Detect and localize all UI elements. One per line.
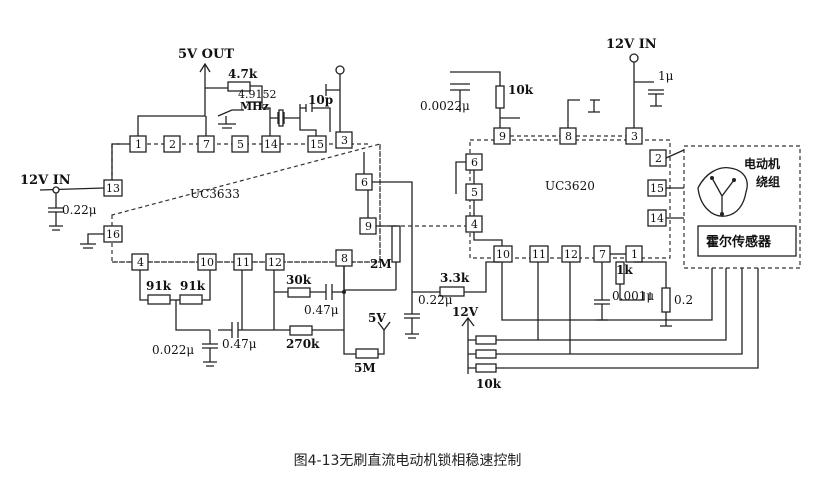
uc3633-right-pins: 6 9: [355, 173, 377, 235]
pin-label: 9: [365, 220, 372, 233]
pin-label: 2: [655, 152, 662, 165]
uc3633-bottom-pins: 4 10 11 12 8: [131, 249, 353, 271]
ic-uc3620-name: UC3620: [545, 179, 595, 193]
label-r-30k: 30k: [286, 273, 312, 287]
pin-label: 1: [135, 138, 142, 151]
pin-label: 2: [169, 138, 176, 151]
motor-label-line1: 电动机: [744, 156, 780, 171]
pin-label: 5: [237, 138, 244, 151]
label-r-0-2: 0.2: [674, 293, 693, 307]
label-r-91k-a: 91k: [146, 279, 172, 293]
pin-label: 14: [650, 212, 664, 225]
pin-label: 11: [532, 248, 546, 261]
label-12v-in-left: 12V IN: [20, 173, 71, 188]
pin-label: 13: [106, 182, 120, 195]
hall-sensor-box: [697, 225, 797, 257]
pin-label: 10: [200, 256, 214, 269]
label-c-1u: 1μ: [658, 69, 674, 83]
pin-label: 15: [310, 138, 324, 151]
pin-label: 8: [565, 130, 572, 143]
pin-label: 5: [471, 186, 478, 199]
motor-hall-box: [683, 145, 801, 269]
label-r-3k3: 3.3k: [440, 271, 470, 285]
label-c-0-22-left: 0.22μ: [62, 203, 97, 217]
motor-winding: [697, 166, 748, 217]
label-r-91k-b: 91k: [180, 279, 206, 293]
hall-sensor-label: 霍尔传感器: [706, 234, 772, 250]
pin-label: 3: [341, 134, 348, 147]
pin-label: 8: [341, 252, 348, 265]
uc3633-left-pins: 13 16: [103, 179, 123, 243]
wiring-uc3633: [39, 62, 500, 367]
motor-label-line2: 绕组: [756, 174, 780, 189]
pin-label: 10: [496, 248, 510, 261]
pin-label: 7: [203, 138, 210, 151]
ic-uc3620-outline: [469, 139, 671, 259]
label-c-0-022-left: 0.022μ: [152, 343, 194, 357]
pin-label: 1: [631, 248, 638, 261]
pin-label: 15: [650, 182, 664, 195]
label-r-4k7: 4.7k: [228, 67, 258, 81]
pin-label: 16: [106, 228, 120, 241]
pin-label: 12: [268, 256, 282, 269]
uc3620-left-pins: 6 5 4: [465, 153, 483, 233]
figure-caption: 图4-13无刷直流电动机锁相稳速控制: [293, 453, 522, 469]
label-r-1k: 1k: [616, 263, 633, 277]
pin-label: 9: [499, 130, 506, 143]
pin-label: 7: [599, 248, 606, 261]
uc3620-bottom-pins: 10 11 12 7 1: [493, 245, 643, 263]
label-c-0-22-mid: 0.22μ: [418, 293, 453, 307]
label-5v: 5V: [368, 311, 386, 325]
pin-label: 14: [264, 138, 278, 151]
pin-label: 11: [236, 256, 250, 269]
component-labels: 5V OUT 12V IN 12V IN 12V 5V 4.7k 4.9152 …: [20, 37, 693, 391]
label-c-0-47-a: 0.47μ: [222, 337, 257, 351]
label-12v: 12V: [452, 305, 479, 319]
uc3620-right-pins: 2 15 14: [647, 149, 667, 227]
label-c-0-0022: 0.0022μ: [420, 99, 470, 113]
label-r-2m: 2M: [370, 257, 392, 271]
label-c-0-001: 0.001μ: [612, 289, 654, 303]
ic-uc3633-name: UC3633: [190, 187, 240, 201]
pin-label: 6: [471, 156, 478, 169]
pin-label: 4: [471, 218, 478, 231]
uc3633-top-pins: 1 2 7 5 14 15 3: [129, 131, 353, 153]
label-12v-in-right: 12V IN: [606, 37, 657, 52]
label-5v-out: 5V OUT: [178, 47, 234, 62]
pin-label: 6: [361, 176, 368, 189]
label-r-10k-bottom: 10k: [476, 377, 502, 391]
label-r-5m: 5M: [354, 361, 376, 375]
pin-label: 4: [137, 256, 144, 269]
pin-label: 12: [564, 248, 578, 261]
label-r-10k-top: 10k: [508, 83, 534, 97]
ic-uc3633-outline: [111, 143, 381, 263]
uc3620-top-pins: 9 8 3: [493, 127, 643, 145]
pin-label: 3: [631, 130, 638, 143]
label-r-270k: 270k: [286, 337, 320, 351]
wiring-uc3620: [450, 53, 759, 374]
label-c-0-47-b: 0.47μ: [304, 303, 339, 317]
label-xtal-freq: 4.9152: [238, 88, 277, 101]
label-xtal-unit: MHz: [240, 100, 269, 113]
label-c-10p: 10p: [308, 93, 333, 107]
